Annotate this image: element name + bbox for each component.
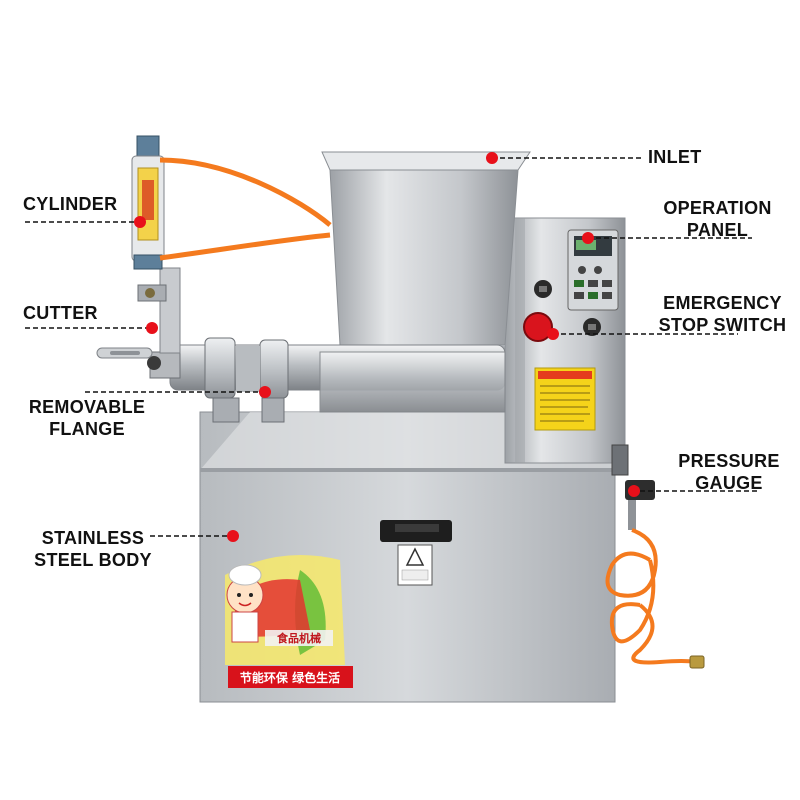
marker-cylinder — [134, 216, 146, 228]
leader-lines — [25, 157, 760, 537]
emergency-stop-button — [523, 312, 553, 342]
label-removable-flange-line2: FLANGE — [49, 419, 125, 439]
label-removable-flange-line1: REMOVABLE — [28, 397, 146, 417]
label-pressure-gauge-line1: PRESSURE — [678, 451, 780, 471]
label-emergency-stop-line1: EMERGENCY — [663, 293, 782, 313]
label-stainless-body: STAINLESS STEEL BODY — [28, 527, 158, 571]
warning-triangle-icon — [405, 547, 425, 566]
hopper — [329, 169, 519, 346]
pressure-gauge-body — [611, 444, 629, 476]
label-operation-panel: OPERATION PANEL — [655, 197, 780, 241]
inlet-rim — [321, 151, 531, 171]
decal-brand-text: 食品机械 — [277, 631, 321, 645]
label-emergency-stop: EMERGENCY STOP SWITCH — [650, 292, 795, 336]
coiled-air-hose — [605, 528, 696, 665]
label-operation-panel-line2: PANEL — [686, 220, 749, 240]
cylinder-top-cap — [136, 135, 160, 157]
cutter-arm — [159, 267, 181, 354]
brand-decal: 食品机械 节能环保 绿色生活 — [225, 555, 353, 688]
marker-stainless-body — [227, 530, 239, 542]
label-stainless-body-line2: STEEL BODY — [34, 550, 152, 570]
marker-cutter — [146, 322, 158, 334]
decal-slogan-text: 节能环保 绿色生活 — [240, 670, 340, 685]
marker-removable-flange — [259, 386, 271, 398]
label-inlet: INLET — [648, 147, 702, 167]
body-handle-grip — [395, 524, 439, 532]
flange-ring-left — [204, 337, 236, 399]
label-pressure-gauge: PRESSURE GAUGE — [668, 450, 790, 494]
marker-inlet — [486, 152, 498, 164]
label-pressure-gauge-line2: GAUGE — [695, 473, 763, 493]
air-hose-lower — [159, 232, 331, 261]
label-emergency-stop-line2: STOP SWITCH — [658, 315, 787, 335]
label-stainless-body-line1: STAINLESS — [41, 528, 145, 548]
marker-pressure-gauge — [628, 485, 640, 497]
air-hose-upper — [159, 157, 332, 227]
label-cutter: CUTTER — [23, 303, 98, 323]
label-operation-panel-line1: OPERATION — [663, 198, 772, 218]
callout-markers — [134, 152, 640, 542]
warning-sticker-text-box — [401, 569, 429, 581]
marker-operation-panel — [582, 232, 594, 244]
marker-emergency-stop — [547, 328, 559, 340]
hose-connector — [689, 655, 705, 669]
label-cylinder: CYLINDER — [23, 194, 118, 214]
label-removable-flange: REMOVABLE FLANGE — [22, 396, 152, 440]
body-top-edge — [200, 468, 615, 472]
